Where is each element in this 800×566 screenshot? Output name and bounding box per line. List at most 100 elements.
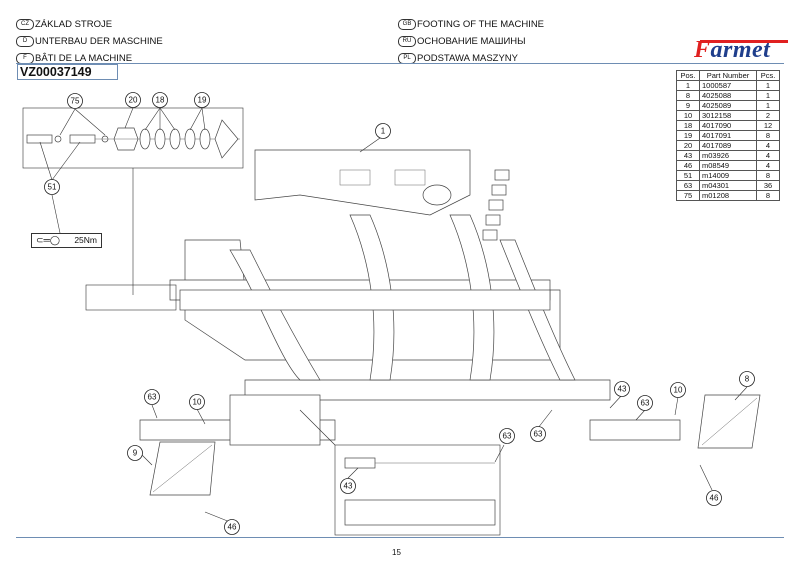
title-text: BÂTI DE LA MACHINE xyxy=(35,53,133,64)
callout-label: 10 xyxy=(189,394,205,410)
callout-label: 43 xyxy=(340,478,356,494)
callout-number: 10 xyxy=(674,386,683,395)
wrench-icon: ⊂═◯ xyxy=(36,235,60,245)
top-beam xyxy=(254,149,471,216)
slot xyxy=(339,169,371,186)
callout-label: 46 xyxy=(224,519,240,535)
logo-initial: F xyxy=(694,37,711,63)
callout-number: 63 xyxy=(148,393,157,402)
callout-label: 8 xyxy=(739,371,755,387)
torque-value: 25Nm xyxy=(74,235,97,245)
callout-label: 10 xyxy=(670,382,686,398)
callout-circle xyxy=(67,93,83,109)
farmet-logo: Farmet xyxy=(694,37,770,64)
title-text: PODSTAWA MASZYNY xyxy=(417,53,518,64)
callout-number: 19 xyxy=(198,96,207,105)
right-arm xyxy=(589,419,681,441)
callout-number: 46 xyxy=(228,523,237,532)
page-number: 15 xyxy=(392,548,401,557)
callout-circle xyxy=(125,92,141,108)
callout-circle xyxy=(706,490,722,506)
callout-number: 18 xyxy=(156,96,165,105)
language-badge-gb: GB xyxy=(398,19,416,30)
callout-label: 20 xyxy=(125,92,141,108)
callout-label: 1 xyxy=(375,123,391,139)
callout-number: 20 xyxy=(129,96,138,105)
callout-circle xyxy=(739,371,755,387)
machine-frame xyxy=(139,149,761,496)
callout-label: 19 xyxy=(194,92,210,108)
callout-circle xyxy=(670,382,686,398)
callout-label: 63 xyxy=(637,395,653,411)
callout-label: 63 xyxy=(144,389,160,405)
callout-label: 63 xyxy=(530,426,546,442)
callout-circle xyxy=(340,478,356,494)
title-text: FOOTING OF THE MACHINE xyxy=(417,19,545,30)
callout-label: 18 xyxy=(152,92,168,108)
bracket-profile xyxy=(344,499,496,526)
callout-label: 63 xyxy=(499,428,515,444)
spring-stack-right xyxy=(482,169,510,241)
left-bracket xyxy=(229,394,321,446)
plate-diagonal xyxy=(701,397,758,446)
callouts: 75 20 18 19 51 1 63 10 9 46 43 63 63 43 63 10 8 46 xyxy=(44,92,755,535)
callout-circle xyxy=(44,179,60,195)
callout-number: 1 xyxy=(381,127,386,136)
callout-circle xyxy=(152,92,168,108)
callout-label: 43 xyxy=(614,381,630,397)
callout-circle xyxy=(189,394,205,410)
bolt-stack xyxy=(26,119,240,159)
logo-bar xyxy=(700,40,788,43)
callout-number: 75 xyxy=(71,97,80,106)
title-text: ZÁKLAD STROJE xyxy=(35,19,113,30)
callout-circle xyxy=(375,123,391,139)
title-text: ОСНОВАНИЕ МАШИНЫ xyxy=(417,36,526,47)
callout-circle xyxy=(530,426,546,442)
slot xyxy=(394,169,426,186)
callout-label: 75 xyxy=(67,93,83,109)
callout-circle xyxy=(127,445,143,461)
callout-number: 63 xyxy=(503,432,512,441)
callout-number: 43 xyxy=(618,385,627,394)
callout-number: 10 xyxy=(193,398,202,407)
callout-circle xyxy=(194,92,210,108)
callout-number: 9 xyxy=(133,449,138,458)
document-code: VZ00037149 xyxy=(17,64,118,80)
detail-leader xyxy=(299,409,336,446)
callout-label: 51 xyxy=(44,179,60,195)
callout-number: 43 xyxy=(344,482,353,491)
bolt-43 xyxy=(344,457,376,469)
marker-plate-right xyxy=(697,394,761,449)
detail-source-box xyxy=(85,284,177,311)
callout-circle xyxy=(144,389,160,405)
callout-circle xyxy=(614,381,630,397)
main-tube xyxy=(179,289,551,311)
language-badge-ru: RU xyxy=(398,36,416,47)
top-divider xyxy=(16,63,784,64)
callout-label: 46 xyxy=(706,490,722,506)
logo-rest: armet xyxy=(710,37,771,63)
callout-label: 9 xyxy=(127,445,143,461)
callout-circle xyxy=(224,519,240,535)
title-text: UNTERBAU DER MASCHINE xyxy=(35,36,163,47)
cell-pcs: 8 xyxy=(756,190,780,201)
language-badge-cz: CZ xyxy=(16,19,34,30)
detail-box-bottom xyxy=(334,444,501,536)
callout-circle xyxy=(499,428,515,444)
bottom-divider xyxy=(16,537,784,538)
tank xyxy=(422,184,452,206)
callout-number: 63 xyxy=(534,430,543,439)
callout-number: 63 xyxy=(641,399,650,408)
callout-number: 46 xyxy=(710,494,719,503)
